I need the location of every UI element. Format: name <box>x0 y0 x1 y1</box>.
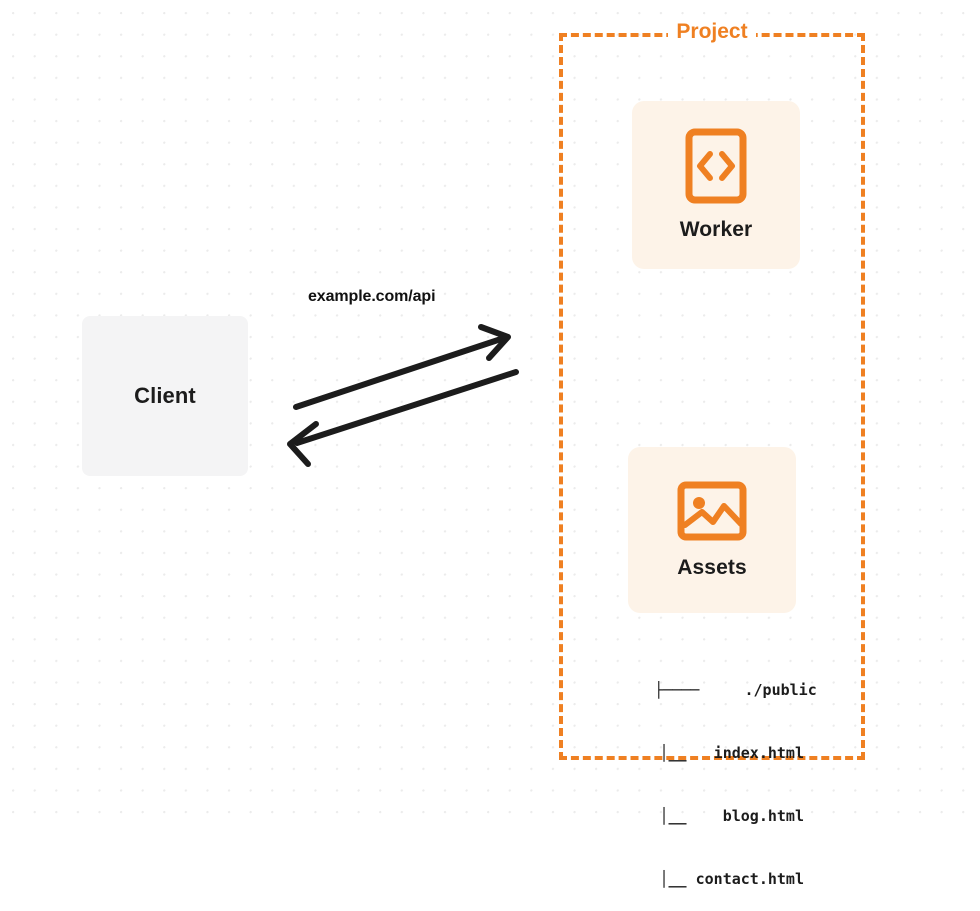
code-brackets-icon <box>685 128 747 204</box>
response-arrow-icon <box>287 369 519 467</box>
connection-label: example.com/api <box>308 288 436 305</box>
node-assets-label: Assets <box>677 556 747 579</box>
file-tree-row: │__ index.html <box>600 722 805 762</box>
file-tree-entry: │__ index.html <box>659 744 805 762</box>
node-worker-label: Worker <box>679 218 753 241</box>
node-client[interactable]: Client <box>82 316 248 476</box>
file-tree-entry: │__ blog.html <box>659 807 805 825</box>
node-worker[interactable]: Worker <box>632 101 800 269</box>
assets-file-tree: ├──── ./public │__ index.html │__ blog.h… <box>600 617 817 911</box>
file-tree-entry: │__ contact.html <box>659 870 805 888</box>
image-icon <box>677 480 747 542</box>
file-tree-row: │__ contact.html <box>600 848 805 888</box>
file-tree-row: │__ blog.html <box>600 785 805 825</box>
file-tree-row: ├──── ./public <box>600 659 817 699</box>
node-assets[interactable]: Assets <box>628 447 796 613</box>
node-client-label: Client <box>134 383 196 408</box>
diagram-canvas: Client example.com/api Project Worker <box>0 0 980 888</box>
request-arrow-icon <box>293 324 511 410</box>
file-tree-entry: ├──── ./public <box>654 681 817 699</box>
